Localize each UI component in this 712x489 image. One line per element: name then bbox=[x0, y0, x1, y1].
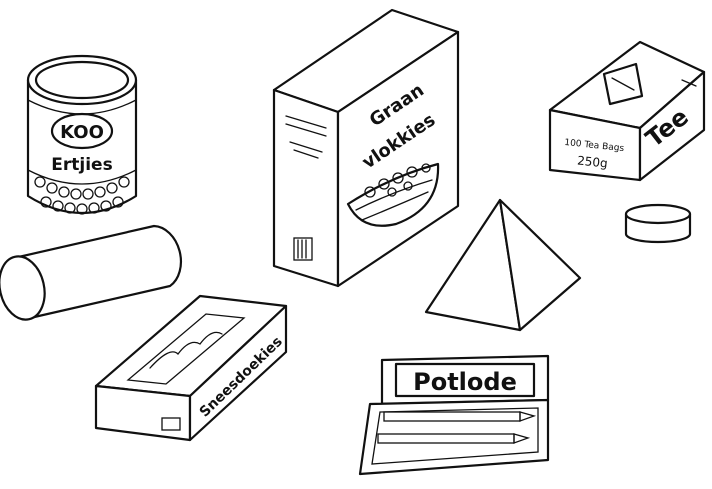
tea-box: Tee 100 Tea Bags 250g Tee bbox=[548, 40, 706, 182]
cereal-box: Graan vlokkies bbox=[272, 8, 460, 288]
pencil-1 bbox=[383, 411, 537, 422]
pencil-box-label: Potlode bbox=[413, 368, 517, 396]
tissue-paper bbox=[149, 331, 223, 369]
pencil-box-label-panel bbox=[394, 362, 536, 398]
can-label: Ertjies bbox=[51, 155, 112, 175]
tissue-box: Sneesdoekies bbox=[94, 294, 288, 442]
pencil-2 bbox=[377, 433, 531, 444]
tissue-barcode bbox=[161, 417, 181, 431]
disc-tin bbox=[624, 203, 692, 244]
cereal-bowl-icon bbox=[346, 162, 440, 227]
pyramid bbox=[424, 198, 582, 332]
tissue-slot bbox=[126, 313, 246, 385]
cylinder-roll bbox=[0, 224, 183, 321]
tea-tag bbox=[602, 62, 644, 106]
can-brand: KOO bbox=[60, 122, 104, 143]
pencil-box: Potlode bbox=[358, 354, 550, 476]
can-logo-oval bbox=[50, 112, 114, 150]
cereal-side-panel-lines bbox=[285, 115, 327, 261]
peas-pattern bbox=[34, 176, 130, 215]
tea-weight-label: 250g bbox=[577, 153, 609, 170]
can-of-peas: KOO Ertjies bbox=[26, 54, 138, 215]
